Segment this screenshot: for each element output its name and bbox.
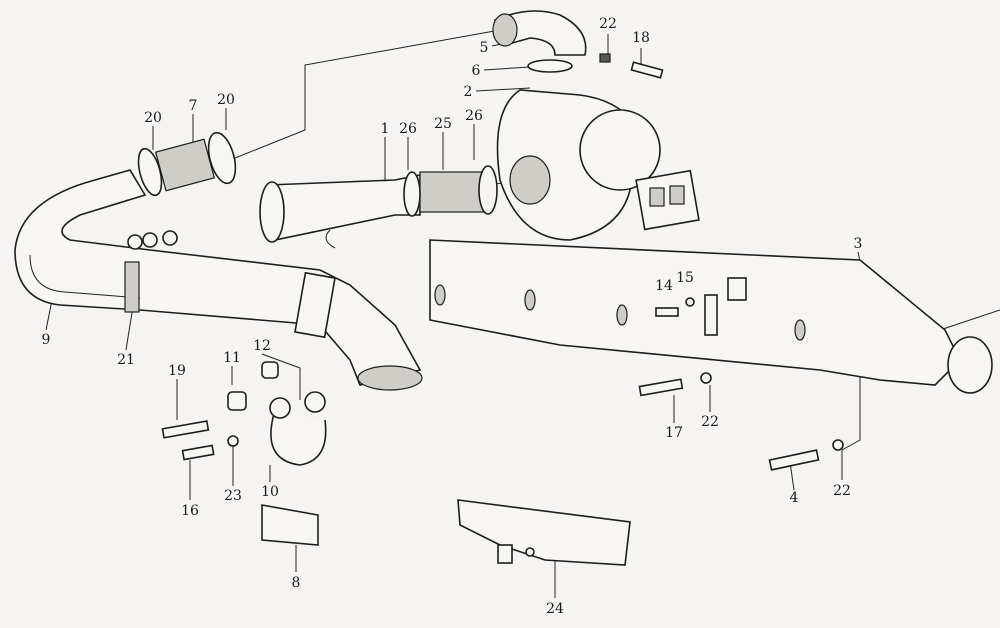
elbow-5 — [492, 10, 664, 79]
callout-23: 23 — [224, 488, 242, 504]
callout-17: 17 — [665, 425, 683, 441]
callout-25: 25 — [434, 116, 452, 132]
callout-1: 1 — [381, 121, 390, 137]
callout-9: 9 — [42, 332, 51, 348]
callout-16: 16 — [181, 503, 199, 519]
callout-8: 8 — [292, 575, 301, 591]
cone-pipe-1 — [259, 165, 498, 249]
callout-14: 14 — [655, 278, 673, 294]
callout-labels: 22 18 5 6 2 20 7 20 1 26 25 26 3 15 14 9… — [42, 16, 863, 617]
callout-20b: 20 — [217, 92, 235, 108]
callout-22: 22 — [599, 16, 617, 32]
callout-12: 12 — [253, 338, 271, 354]
callout-2: 2 — [464, 84, 473, 100]
callout-6: 6 — [472, 63, 481, 79]
bolts — [161, 372, 844, 471]
callout-4: 4 — [790, 490, 799, 506]
clamps-21 — [127, 230, 178, 250]
callout-18: 18 — [632, 30, 650, 46]
clamp-10 — [227, 361, 327, 466]
manifold-3 — [429, 239, 993, 394]
callout-10: 10 — [261, 484, 279, 500]
callout-11: 11 — [223, 350, 241, 366]
callout-7: 7 — [189, 98, 198, 114]
callout-3: 3 — [854, 236, 863, 252]
intake-pipe-9 — [14, 169, 423, 391]
callout-5: 5 — [480, 40, 489, 56]
callout-20: 20 — [144, 110, 162, 126]
callout-26b: 26 — [465, 108, 483, 124]
callout-26: 26 — [399, 121, 417, 137]
hose-7 — [137, 131, 237, 197]
bracket-8 — [261, 504, 319, 546]
bracket-24 — [457, 499, 631, 566]
callout-15: 15 — [676, 270, 694, 286]
callout-19: 19 — [168, 363, 186, 379]
callout-24: 24 — [546, 601, 564, 617]
callout-22b: 22 — [701, 414, 719, 430]
turbocharger-2 — [496, 89, 700, 241]
callout-21: 21 — [117, 352, 135, 368]
callout-22c: 22 — [833, 483, 851, 499]
